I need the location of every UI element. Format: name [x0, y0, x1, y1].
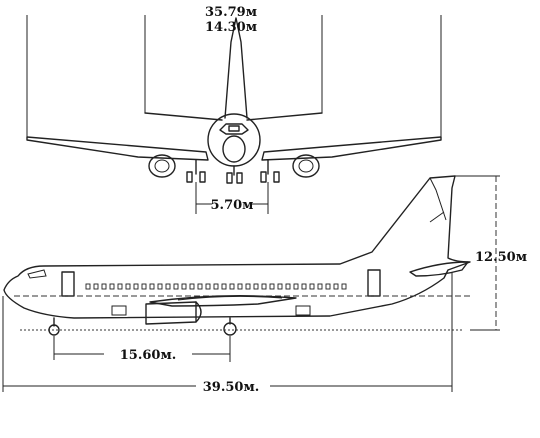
front-radome — [222, 135, 246, 163]
wingspan-label: 35.79м — [205, 5, 257, 20]
side-nose-gear — [48, 317, 60, 336]
height-label: 12.50м — [475, 250, 527, 265]
height-dimension — [455, 175, 500, 331]
side-door-front — [61, 271, 75, 297]
front-fuselage — [207, 113, 261, 167]
gear-track-label: 5.70м — [211, 198, 254, 213]
wheelbase-dimension — [53, 336, 231, 362]
front-engine-left — [148, 154, 176, 178]
front-wing-left — [26, 136, 209, 161]
front-fin — [224, 17, 248, 119]
side-main-gear — [223, 317, 237, 336]
front-nose-gear — [226, 165, 243, 184]
front-engine-right — [292, 154, 320, 178]
front-wing-right — [261, 136, 442, 161]
front-main-gear-left — [186, 159, 206, 183]
front-cockpit — [219, 123, 249, 135]
front-view — [26, 15, 442, 214]
wheelbase-label: 15.60м. — [120, 348, 177, 363]
side-windows — [85, 283, 347, 290]
length-label: 39.50м. — [203, 380, 260, 395]
side-cockpit — [27, 269, 47, 279]
length-dimension — [2, 272, 453, 392]
front-main-gear-right — [260, 159, 280, 183]
side-fuselage — [3, 175, 471, 319]
tailplane-span-label: 14.30м — [205, 20, 257, 35]
side-tailplane — [409, 261, 469, 277]
front-tailplane — [144, 112, 323, 121]
front-windshield — [228, 125, 240, 132]
side-view — [3, 175, 471, 336]
side-door-rear — [367, 269, 381, 297]
